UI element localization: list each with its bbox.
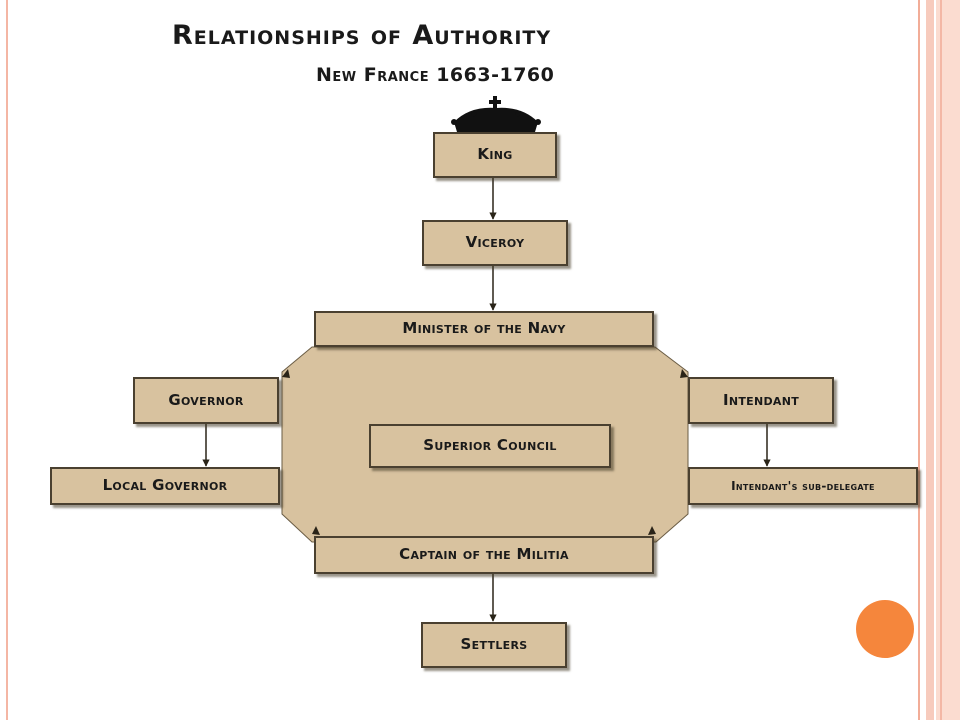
node-superior-council: Superior Council: [369, 424, 611, 468]
decorative-orange-circle: [856, 600, 914, 658]
corner-arrow-top-right: [680, 369, 688, 378]
slide-frame-right-line: [940, 0, 942, 720]
corner-arrow-bottom-right: [648, 526, 656, 535]
node-viceroy: Viceroy: [422, 220, 568, 266]
corner-arrow-bottom-left: [312, 526, 320, 535]
node-minister-of-the-navy: Minister of the Navy: [314, 311, 654, 347]
node-intendant: Intendant: [688, 377, 834, 424]
slide-frame-right-band: [926, 0, 934, 720]
node-local-governor: Local Governor: [50, 467, 280, 505]
node-governor: Governor: [133, 377, 279, 424]
slide-frame-left: [6, 0, 8, 720]
node-captain-of-the-militia: Captain of the Militia: [314, 536, 654, 574]
corner-arrow-top-left: [282, 369, 290, 378]
node-king: King: [433, 132, 557, 178]
node-settlers: Settlers: [421, 622, 567, 668]
diagram-title: Relationships of Authority: [172, 20, 552, 51]
node-intendants-subdelegate: Intendant's sub-delegate: [688, 467, 918, 505]
slide-frame-right: [918, 0, 920, 720]
diagram-subtitle: New France 1663-1760: [316, 64, 555, 86]
